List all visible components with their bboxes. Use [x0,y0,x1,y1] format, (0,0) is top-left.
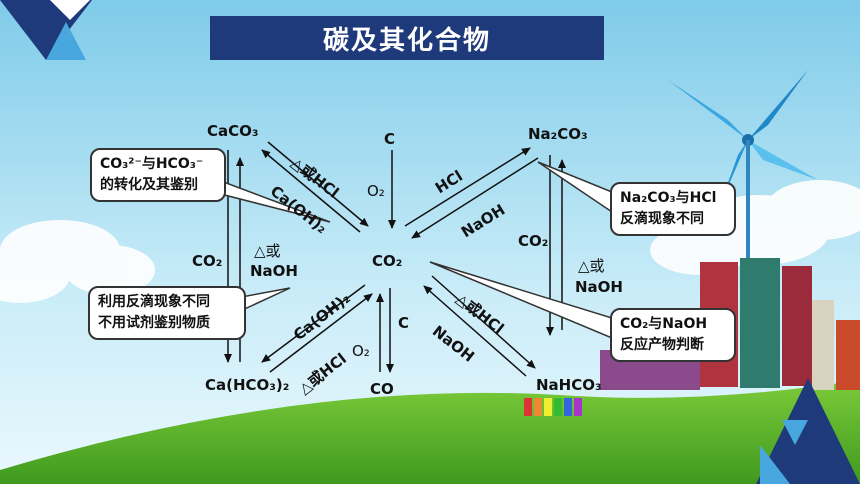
note-na2co3-hcl: Na₂CO₃与HCl 反滴现象不同 [610,182,736,236]
note-co2-naoh: CO₂与NaOH 反应产物判断 [610,308,736,362]
corner-triangles-top-left [0,0,92,60]
edge-delta-or-right: △或 [578,257,605,275]
note-line: 不用试剂鉴别物质 [98,315,210,331]
node-co-bottom: CO [370,380,394,398]
note-line: 利用反滴现象不同 [98,294,210,310]
note-line: Na₂CO₃与HCl [620,190,717,206]
note-line: CO₂与NaOH [620,316,708,332]
edge-co2-right: CO₂ [518,232,549,250]
arrow-caco3-to-co2 [267,141,369,227]
crayons-illustration [524,398,582,416]
edge-o2-top: O₂ [367,182,385,200]
callout-pointer-right-top [537,161,613,214]
corner-triangles-bottom-right [756,378,860,484]
arrow-nahco3-to-co2 [423,285,527,377]
arrow-co2-to-caco3 [261,149,361,233]
arrow-co2-to-nahco3 [431,275,536,369]
node-co2-center: CO₂ [372,252,403,270]
node-c-top: C [384,130,396,148]
edge-co2-left: CO₂ [192,252,223,270]
note-line: 的转化及其鉴别 [100,177,198,193]
node-nahco3: NaHCO₃ [536,376,602,394]
node-caco3: CaCO₃ [207,122,259,140]
arrow-co2-to-na2co3 [404,147,531,227]
note-line: 反应产物判断 [620,337,704,353]
page-title: 碳及其化合物 [210,16,604,60]
arrow-co2-to-cahco3 [261,284,366,363]
edge-o2-bottom: O₂ [352,342,370,360]
edge-naoh-right: NaOH [575,278,623,296]
edge-delta-or-left: △或 [254,242,281,260]
edge-naoh-left: NaOH [250,262,298,280]
note-carbonate-conversion: CO₃²⁻与HCO₃⁻ 的转化及其鉴别 [90,148,226,202]
note-reagent-free-identification: 利用反滴现象不同 不用试剂鉴别物质 [88,286,246,340]
note-line: 反滴现象不同 [620,211,704,227]
edge-c-bottom: C [398,314,410,332]
node-na2co3: Na₂CO₃ [528,125,588,143]
node-ca-hco3-2: Ca(HCO₃)₂ [205,376,290,394]
arrow-na2co3-to-co2 [411,157,539,239]
arrow-cahco3-to-co2 [269,293,373,373]
note-line: CO₃²⁻与HCO₃⁻ [100,156,204,172]
